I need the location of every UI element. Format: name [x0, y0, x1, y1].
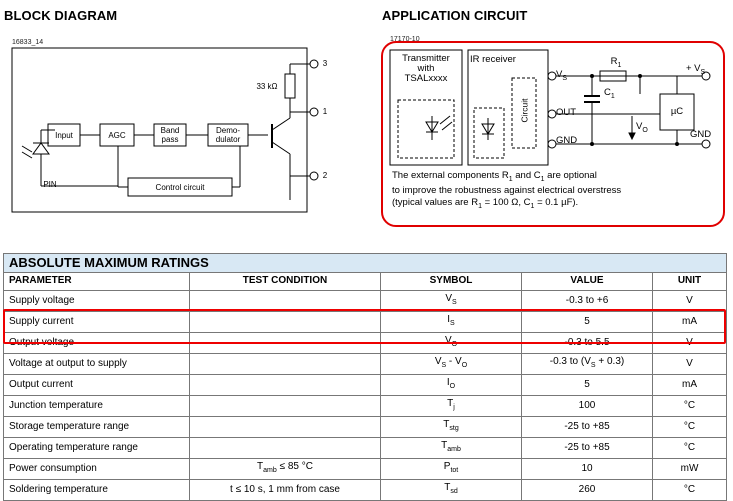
- bandpass-label-1: Band: [160, 126, 180, 135]
- application-circuit-highlight: [381, 41, 725, 227]
- control-circuit-label: Control circuit: [155, 183, 205, 192]
- cell-symbol: Tstg: [380, 415, 522, 438]
- header-parameter: PARAMETER: [3, 272, 190, 291]
- demodulator-label-2: dulator: [215, 135, 241, 144]
- input-label: Input: [55, 131, 73, 140]
- bandpass-label-2: pass: [161, 135, 179, 144]
- header-unit: UNIT: [652, 272, 727, 291]
- highlight-rows-current-voltage: [3, 309, 726, 344]
- application-circuit: [381, 41, 725, 227]
- pin-2-label: 2: [322, 171, 328, 180]
- agc-label: AGC: [108, 131, 126, 140]
- block-diagram-figure-id: 16833_14: [12, 39, 44, 46]
- cell-unit: V: [652, 352, 727, 375]
- out-label: OUT: [556, 107, 577, 118]
- r1-resistor: [599, 70, 627, 82]
- application-circuit-title: APPLICATION CIRCUIT: [382, 8, 528, 23]
- cell-test-condition: [189, 394, 381, 417]
- application-note-line-3: (typical values are R1 = 100 Ω, C1 = 0.1…: [392, 196, 579, 210]
- cell-test-condition: [189, 415, 381, 438]
- cell-symbol: VS: [380, 289, 522, 312]
- cell-unit: °C: [652, 415, 727, 438]
- table-row: Voltage at output to supply VS - VO-0.3 t…: [3, 352, 727, 375]
- cell-test-condition: t ≤ 10 s, 1 mm from case: [189, 478, 381, 501]
- table-row: Storage temperature range Tstg-25 to +85°…: [3, 415, 727, 438]
- cell-parameter: Junction temperature: [3, 394, 190, 417]
- ir-receiver-label: IR receiver: [470, 54, 516, 65]
- cell-test-condition: [189, 289, 381, 312]
- gnd2-label: GND: [690, 129, 712, 140]
- cell-value: 100: [521, 394, 653, 417]
- cell-value: -0.3 to (VS + 0.3): [521, 352, 653, 375]
- pin-photodiode-label: PIN: [43, 180, 57, 189]
- plus-vs-label: + VS: [686, 63, 706, 76]
- transmitter-label-2: with: [417, 63, 435, 74]
- block-diagram: [11, 47, 319, 213]
- ratings-table: ABSOLUTE MAXIMUM RATINGS PARAMETER TEST …: [3, 253, 727, 501]
- cell-parameter: Supply voltage: [3, 289, 190, 312]
- transmitter-label-1: Transmitter: [402, 53, 450, 64]
- cell-value: -25 to +85: [521, 436, 653, 459]
- cell-value: 5: [521, 373, 653, 396]
- cell-value: -25 to +85: [521, 415, 653, 438]
- resistor-label: 33 kΩ: [256, 82, 278, 91]
- header-symbol: SYMBOL: [380, 272, 522, 291]
- circuit-label: Circuit: [519, 98, 530, 123]
- cell-unit: V: [652, 289, 727, 312]
- r1-label: R1: [610, 56, 622, 69]
- ir-receiver-box: [467, 49, 549, 166]
- demodulator-label-1: Demo-: [215, 126, 240, 135]
- cell-unit: mA: [652, 310, 727, 333]
- cell-parameter: Operating temperature range: [3, 436, 190, 459]
- pin-1-label: 1: [322, 107, 328, 116]
- cell-test-condition: [189, 436, 381, 459]
- cell-unit: °C: [652, 394, 727, 417]
- pin-3-label: 3: [322, 59, 328, 68]
- uc-label: µC: [670, 106, 684, 117]
- cell-value: 260: [521, 478, 653, 501]
- cell-symbol: VS - VO: [380, 352, 522, 375]
- cell-symbol: Tamb: [380, 436, 522, 459]
- header-test-condition: TEST CONDITION: [189, 272, 381, 291]
- cell-unit: °C: [652, 436, 727, 459]
- pin-1-terminal: [309, 107, 319, 117]
- pin-2-terminal: [309, 171, 319, 181]
- transmitter-box: [389, 49, 463, 166]
- application-note-line-2: to improve the robustness against electr…: [392, 185, 622, 197]
- cell-symbol: Tj: [380, 394, 522, 417]
- application-note-line-1: The external components R1 and C1 are op…: [392, 170, 597, 183]
- cell-parameter: Storage temperature range: [3, 415, 190, 438]
- vo-label: VO: [636, 121, 648, 134]
- header-value: VALUE: [521, 272, 653, 291]
- gnd-label: GND: [556, 135, 578, 146]
- pin-3-terminal: [309, 59, 319, 69]
- cell-value: -0.3 to +6: [521, 289, 653, 312]
- table-row: Operating temperature range Tamb-25 to +8…: [3, 436, 727, 459]
- cell-test-condition: [189, 373, 381, 396]
- block-diagram-title: BLOCK DIAGRAM: [4, 8, 118, 23]
- transmitter-label-3: TSALxxxx: [404, 73, 448, 84]
- cell-parameter: Soldering temperature: [3, 478, 190, 501]
- cell-parameter: Output current: [3, 373, 190, 396]
- cell-unit: mA: [652, 373, 727, 396]
- application-note: The external components R1 and C1 are op…: [392, 170, 722, 212]
- application-circuit-figure-id: 17170-10: [390, 36, 420, 43]
- cell-parameter: Voltage at output to supply: [3, 352, 190, 375]
- cell-test-condition: [189, 352, 381, 375]
- vs-label: VS: [556, 69, 568, 82]
- cell-symbol: IO: [380, 373, 522, 396]
- cell-unit: °C: [652, 478, 727, 501]
- cell-symbol: Tsd: [380, 478, 522, 501]
- c1-label: C1: [604, 87, 615, 100]
- block-diagram-frame: [11, 47, 308, 213]
- ratings-table-title: ABSOLUTE MAXIMUM RATINGS: [3, 253, 727, 273]
